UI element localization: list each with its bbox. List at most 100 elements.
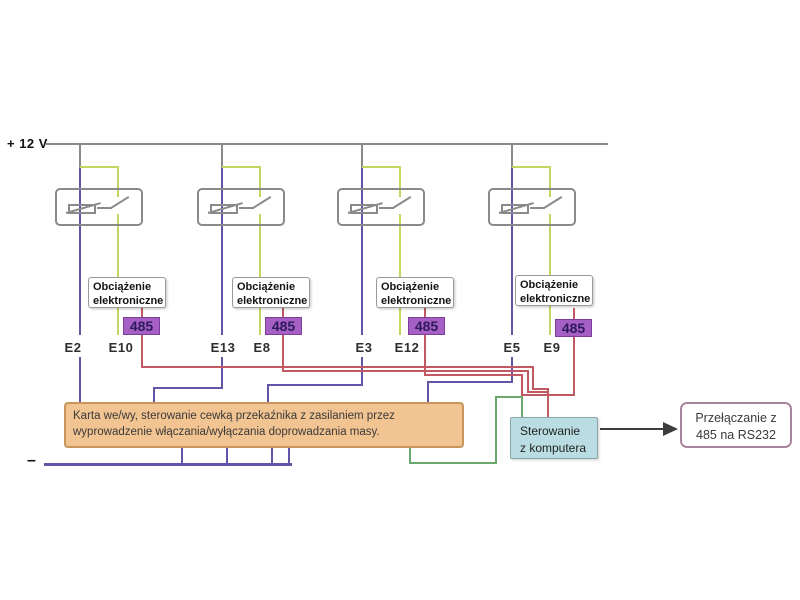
tag-485-ch3: 485 [408,317,445,335]
converter-line1: Przełączanie z [695,411,777,425]
wire-485-ch4-v [573,308,575,394]
tag-485-ch1: 485 [123,317,160,335]
wire-ground-stub-4 [288,448,290,463]
wire-12v-stub-ch2 [221,145,223,168]
relay-ch3 [337,188,425,226]
wire-12v-bus [46,143,608,145]
wire-ground-stub-2 [226,448,228,463]
wire-485-ch3-v2 [521,374,523,394]
wire-switch-ch4-upper [549,166,551,197]
wire-485-ch2-v [282,308,284,370]
relay-link-ch4 [530,207,545,209]
load-label-line2: elektroniczne [381,295,452,308]
converter-box: Przełączanie z 485 na RS232 [680,402,792,448]
wire-coil-ch2-lower [221,357,223,388]
wire-gndlink-v3 [521,396,523,417]
relay-link-ch2 [239,207,254,209]
wire-485-merge-drop [547,388,549,417]
load-label-line2: elektroniczne [93,295,164,308]
wire-485-ch1-v [141,308,143,366]
wire-switch-ch3-lower [399,214,401,335]
wire-ground-bus [44,463,292,466]
wire-gndlink-h1 [409,462,497,464]
relay-ch1 [55,188,143,226]
wire-485-ch1-v2 [532,366,534,388]
terminal-E12: E12 [394,340,420,355]
wire-coil-ch4-lower [511,357,513,382]
wire-switch-ch3-upper [399,166,401,197]
wire-switch-top-ch2 [222,166,261,168]
io-card-box: Karta we/wy, sterowanie cewką przekaźnik… [64,402,464,448]
terminal-E3: E3 [355,340,373,355]
load-label-ch1: Obciążenie elektroniczne [88,277,166,308]
load-label-line1: Obciążenie [93,281,152,293]
wire-coil-ch1-lower [79,357,81,403]
wire-gndlink-v1 [409,448,411,463]
wire-485-ch3-h [424,374,522,376]
relay-coil-ch3 [350,204,378,214]
wire-485-ch2-v2 [527,370,529,391]
wire-485-ch2-h2 [527,391,549,393]
wire-coil-ch3-jog [267,384,363,386]
load-label-line2: elektroniczne [237,295,308,308]
relay-coil-ch2 [210,204,238,214]
load-label-line1: Obciążenie [381,281,440,293]
load-label-line2: elektroniczne [520,293,591,306]
wire-coil-ch1-upper [79,168,81,335]
tag-485-ch2: 485 [265,317,302,335]
wire-switch-ch1-upper [117,166,119,197]
ground-label: – [27,452,36,469]
computer-control-box: Sterowanie z komputera [510,417,598,459]
wire-switch-ch4-lower [549,214,551,335]
io-card-text: Karta we/wy, sterowanie cewką przekaźnik… [73,410,395,438]
computer-control-line2: z komputera [520,440,587,455]
arrow-head-icon [663,422,678,436]
wire-12v-stub-ch4 [511,145,513,168]
wire-485-ch2-h [282,370,528,372]
relay-ch2 [197,188,285,226]
computer-control-line1: Sterowanie [520,424,581,438]
relay-ch4 [488,188,576,226]
terminal-E9: E9 [543,340,561,355]
terminal-E8: E8 [253,340,271,355]
wire-485-ch1-h [141,366,534,368]
wire-ground-stub-1 [181,448,183,463]
arrow-line [600,428,664,430]
wire-coil-ch4-upper [511,168,513,335]
relay-coil-ch4 [501,204,529,214]
terminal-E5: E5 [503,340,521,355]
wire-coil-ch2-upper [221,168,223,335]
relay-link-ch1 [97,207,112,209]
wire-switch-ch1-lower [117,214,119,335]
wire-switch-ch2-upper [259,166,261,197]
wire-switch-top-ch3 [362,166,401,168]
terminal-E13: E13 [210,340,236,355]
load-label-line1: Obciążenie [237,281,296,293]
terminal-E10: E10 [108,340,134,355]
wire-switch-top-ch4 [512,166,551,168]
wire-coil-ch4-jog [427,381,513,383]
terminal-E2: E2 [64,340,82,355]
relay-link-ch3 [379,207,394,209]
wire-coil-ch3-drop [267,384,269,403]
wire-gndlink-v2 [495,396,497,464]
load-label-ch3: Obciążenie elektroniczne [376,277,454,308]
wire-485-ch3-v [424,308,426,374]
load-label-ch2: Obciążenie elektroniczne [232,277,310,308]
wire-485-ch1-h2 [532,388,549,390]
wire-coil-ch2-drop [153,387,155,403]
wire-coil-ch3-upper [361,168,363,335]
wire-gndlink-h2 [495,396,523,398]
wire-12v-stub-ch1 [79,145,81,168]
supply-12v-label: + 12 V [7,136,48,151]
wire-coil-ch2-jog [153,387,223,389]
tag-485-ch4: 485 [555,319,592,337]
wire-switch-ch2-lower [259,214,261,335]
wire-coil-ch4-drop [427,381,429,403]
relay-coil-ch1 [68,204,96,214]
wire-switch-top-ch1 [80,166,119,168]
wire-ground-stub-3 [271,448,273,463]
load-label-ch4: Obciążenie elektroniczne [515,275,593,306]
load-label-line1: Obciążenie [520,279,579,291]
